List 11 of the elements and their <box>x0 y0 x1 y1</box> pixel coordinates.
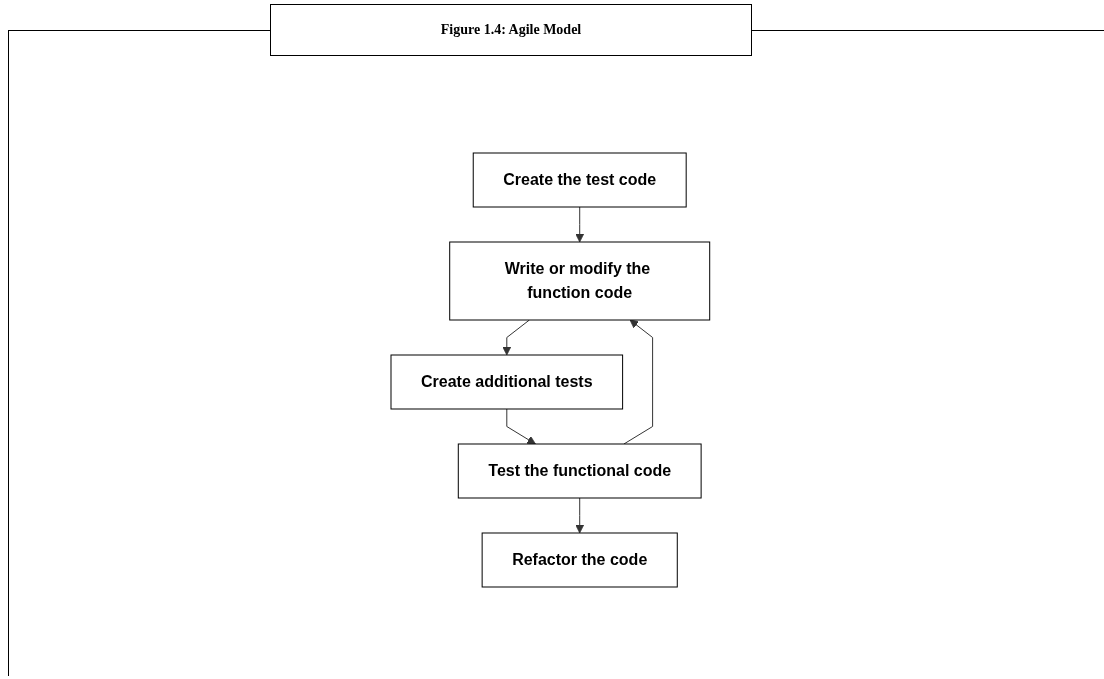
arrow <box>574 206 584 243</box>
arrow <box>574 497 584 534</box>
node-box: Test the functional code <box>457 443 702 499</box>
arrow <box>505 408 536 445</box>
node-box: Create the test code <box>472 152 687 208</box>
arrow <box>502 319 530 356</box>
node-box: Create additional tests <box>390 354 623 410</box>
node-box: Refactor the code <box>481 532 678 588</box>
arrow <box>623 319 653 445</box>
figure-title: Figure 1.4: Agile Model <box>270 4 752 56</box>
node-box: Write or modify the function code <box>448 241 710 321</box>
